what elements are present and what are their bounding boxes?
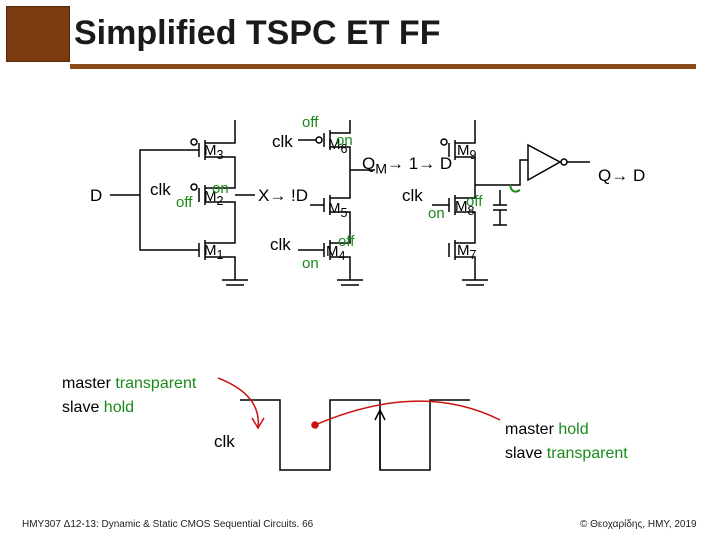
clk-waveform-label: clk — [214, 432, 235, 451]
state-on-m8: on — [428, 205, 445, 222]
state-on-m4: on — [302, 255, 319, 272]
m3-label: M3 — [204, 142, 224, 162]
ground-stage3 — [462, 279, 488, 286]
clk-edge-arrow — [374, 408, 386, 470]
m8-label: M8 — [455, 198, 475, 218]
d-input-wire — [110, 149, 199, 251]
footer-copyright: © Θεοχαρίδης, HMY, 2019 — [580, 519, 697, 530]
m2-transistor — [198, 175, 236, 230]
m3-gate-bubble — [190, 138, 198, 146]
q-output-label: Q→ D — [598, 166, 646, 185]
qm-node-label: QM→ 1→ D — [362, 154, 453, 178]
clk-label-m8: clk — [402, 186, 423, 205]
clk-label-m4: clk — [270, 235, 291, 254]
m1-label: M1 — [204, 242, 224, 262]
red-arrow-left — [217, 377, 260, 429]
state-off-m4: off — [338, 233, 355, 250]
note-master-hold: master hold slave transparent — [505, 421, 628, 462]
d-input-label: D — [90, 186, 103, 205]
state-on-m6: on — [336, 132, 353, 149]
red-arrow-left-head — [251, 417, 265, 430]
state-off-m2: off — [176, 194, 193, 211]
m9-gate-bubble — [440, 138, 448, 146]
m6-gate-bubble — [315, 136, 323, 144]
clk-label-m2: clk — [150, 180, 171, 199]
m2-label: M2 — [204, 188, 224, 208]
state-off-m6-top: off — [302, 114, 319, 131]
ground-stage2 — [337, 279, 363, 286]
slide-title: Simplified TSPC ET FF — [74, 14, 441, 52]
green-hook — [509, 184, 521, 193]
clock-waveform — [240, 399, 470, 471]
ground-stage1 — [222, 279, 248, 286]
note-master-transparent: master transparent slave hold — [62, 375, 197, 416]
m2-gate-bubble — [190, 183, 198, 191]
m6-label: M6 — [328, 136, 348, 156]
m7-transistor — [448, 240, 476, 280]
footer-course: HMY307 Δ12-13: Dynamic & Static CMOS Seq… — [22, 519, 314, 530]
m5-label: M5 — [328, 200, 348, 220]
title-rule — [70, 64, 696, 69]
inverter — [527, 143, 562, 182]
m9-label: M9 — [457, 142, 477, 162]
m6-transistor — [323, 120, 351, 170]
m4-label: M4 — [326, 243, 346, 263]
red-arrow-right — [314, 400, 501, 426]
state-off-m8: off — [466, 193, 483, 210]
red-arrow-right-dot — [311, 421, 319, 429]
m7-label: M7 — [457, 242, 477, 262]
x-node-label: X→ !D — [258, 186, 309, 205]
m9-transistor — [448, 120, 476, 185]
keeper-capacitor — [493, 190, 507, 226]
inverter-bubble — [560, 158, 568, 166]
out-node-wire — [475, 159, 528, 186]
university-logo — [6, 6, 70, 62]
state-on-m2: on — [212, 180, 229, 197]
clk-label-m6: clk — [272, 132, 293, 151]
